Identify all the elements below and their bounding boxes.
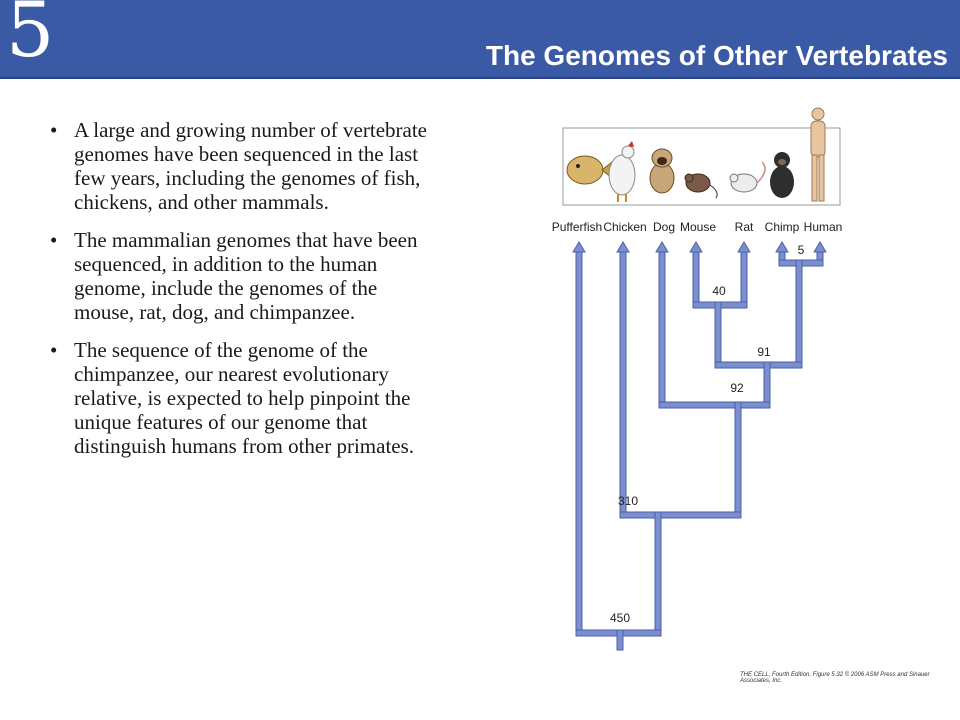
header-bar: 5 The Genomes of Other Vertebrates (0, 0, 960, 79)
branch-chicken (619, 251, 627, 519)
species-label-human: Human (804, 220, 843, 234)
human-icon (810, 107, 826, 202)
stem-mammals (734, 401, 742, 519)
divergence-label-91: 91 (757, 345, 771, 359)
divergence-label-92: 92 (730, 381, 744, 395)
chimp-icon (770, 152, 794, 198)
stem-amniotes (654, 511, 662, 637)
species-label-rat: Rat (735, 220, 754, 234)
stem-rodent-primate (763, 361, 771, 409)
figure-credit: THE CELL, Fourth Edition, Figure 5.32 © … (740, 672, 930, 684)
phylogenetic-tree-figure: Pufferfish Chicken Dog Mouse Rat Chimp H… (552, 107, 843, 651)
bullet-glyph: • (50, 338, 58, 362)
bullet-item: • A large and growing number of vertebrat… (50, 118, 430, 214)
species-label-chicken: Chicken (603, 220, 646, 234)
rat-icon (729, 161, 766, 193)
node-bar-rodent-primate (714, 361, 803, 369)
arrowhead-pufferfish (572, 241, 586, 253)
bullet-text: The sequence of the genome of the chimpa… (74, 338, 415, 458)
bullet-glyph: • (50, 228, 58, 252)
stem-chimp-human (795, 259, 803, 369)
arrowhead-human (813, 241, 827, 253)
species-label-pufferfish: Pufferfish (552, 220, 602, 234)
arrowhead-chicken (616, 241, 630, 253)
stem-mouse-rat (714, 301, 722, 369)
page-title: The Genomes of Other Vertebrates (485, 40, 948, 71)
branch-mouse (692, 251, 700, 309)
branch-rat (740, 251, 748, 309)
mouse-icon (684, 173, 718, 199)
arrowhead-mouse (689, 241, 703, 253)
bullet-item: • The sequence of the genome of the chimp… (50, 338, 430, 458)
dog-icon (649, 148, 675, 194)
species-image-frame (562, 127, 841, 206)
chapter-number: 5 (6, 0, 55, 74)
species-label-mouse: Mouse (680, 220, 716, 234)
species-label-chimp: Chimp (765, 220, 800, 234)
bullet-text: A large and growing number of vertebrate… (74, 118, 427, 214)
arrowhead-chimp (775, 241, 789, 253)
arrowhead-dog (655, 241, 669, 253)
branch-dog (658, 251, 666, 409)
divergence-label-5: 5 (798, 243, 805, 257)
divergence-label-40: 40 (712, 284, 726, 298)
chicken-icon (608, 141, 636, 202)
node-bar-chicken (619, 511, 742, 519)
arrowhead-rat (737, 241, 751, 253)
species-label-dog: Dog (653, 220, 675, 234)
bullet-list: • A large and growing number of vertebrat… (50, 118, 430, 472)
bullet-text: The mammalian genomes that have been seq… (74, 228, 418, 324)
root-stem (616, 629, 624, 651)
divergence-label-310: 310 (618, 494, 638, 508)
node-bar-dog (658, 401, 771, 409)
divergence-label-450: 450 (610, 611, 630, 625)
bullet-item: • The mammalian genomes that have been se… (50, 228, 430, 324)
branch-pufferfish (575, 251, 583, 637)
bullet-glyph: • (50, 118, 58, 142)
